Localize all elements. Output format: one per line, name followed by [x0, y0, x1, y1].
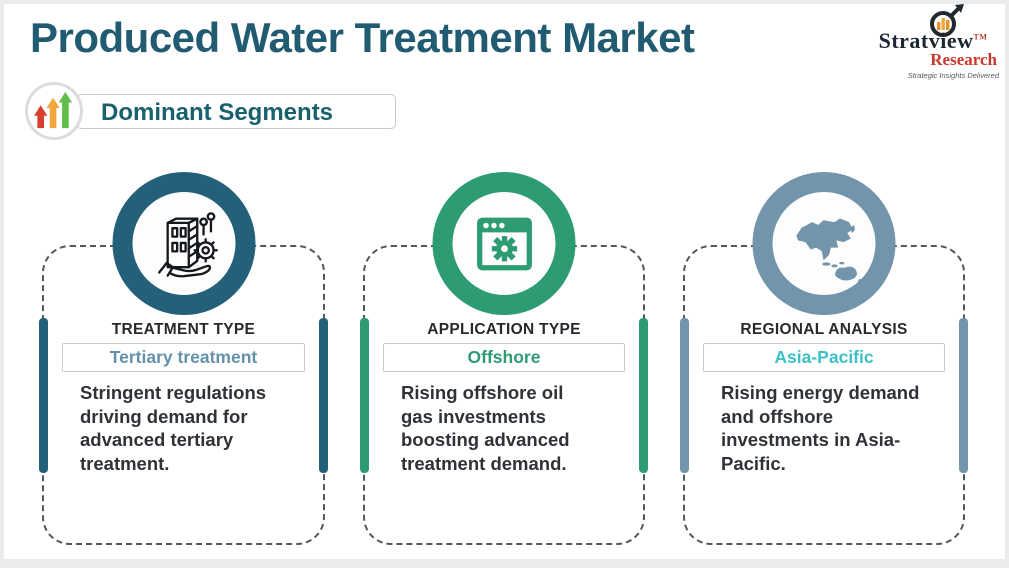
- card-category-label: APPLICATION TYPE: [427, 321, 581, 338]
- asia-pacific-map-icon: [795, 217, 862, 284]
- rising-arrows-icon: [34, 92, 73, 129]
- card-icon-circle: [752, 172, 896, 315]
- card-value-box: Tertiary treatment: [62, 343, 305, 372]
- card-value: Offshore: [467, 347, 541, 367]
- card-value: Tertiary treatment: [109, 347, 258, 367]
- badge-icon-circle: [25, 82, 83, 140]
- card-value: Asia-Pacific: [774, 347, 874, 367]
- segment-card-regional-analysis: REGIONAL ANALYSIS Asia-Pacific Rising en…: [680, 172, 968, 545]
- section-badge: Dominant Segments: [76, 94, 396, 129]
- brand-tagline: Strategic Insights Delivered: [907, 71, 999, 80]
- card-description: Rising energy demand and offshore invest…: [721, 382, 920, 474]
- card-category-label: TREATMENT TYPE: [111, 321, 256, 338]
- card-value-box: Asia-Pacific: [703, 343, 945, 372]
- accent-bar-left: [680, 318, 689, 473]
- magnifier-chart-icon: [930, 4, 964, 37]
- trademark-symbol: TM: [973, 32, 988, 42]
- segment-card-treatment-type: TREATMENT TYPE Tertiary treatment String…: [39, 172, 328, 545]
- accent-bar-right: [319, 318, 328, 473]
- card-value-box: Offshore: [383, 343, 625, 372]
- accent-bar-left: [360, 318, 369, 473]
- accent-bar-right: [959, 318, 968, 473]
- card-description: Stringent regulations driving demand for…: [80, 382, 267, 474]
- card-category-label: REGIONAL ANALYSIS: [740, 321, 908, 338]
- segment-card-application-type: APPLICATION TYPE Offshore Rising offshor…: [360, 172, 648, 545]
- card-icon-circle: [432, 172, 576, 315]
- card-description: Rising offshore oil gas investments boos…: [401, 382, 570, 474]
- card-icon-circle: [112, 172, 255, 315]
- brand-name-text: Stratview: [878, 28, 974, 53]
- app-window-gear-icon: [476, 217, 532, 270]
- brand-subname: Research: [930, 50, 997, 69]
- brand-name: StratviewTM: [867, 28, 999, 54]
- brand-logo: StratviewTM Research Strategic Insights …: [867, 4, 999, 88]
- accent-bar-right: [639, 318, 648, 473]
- accent-bar-left: [39, 318, 48, 473]
- page-title: Produced Water Treatment Market: [30, 14, 695, 61]
- building-gear-hand-icon: [158, 211, 218, 277]
